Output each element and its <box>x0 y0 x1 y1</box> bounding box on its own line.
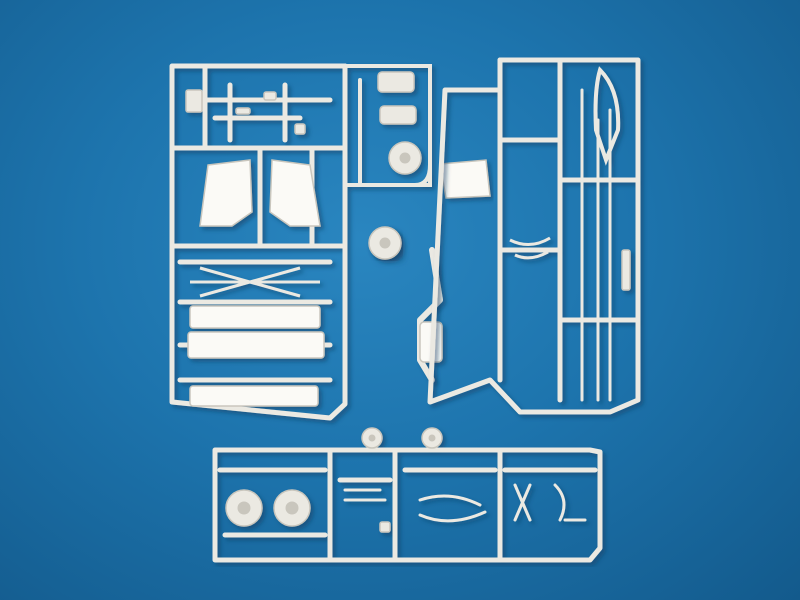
sprue-bottom <box>212 427 603 563</box>
part-chassis-loop <box>593 66 621 166</box>
part-tank <box>439 159 491 199</box>
part-panel-2 <box>187 331 325 359</box>
sprue-right-frame <box>427 57 641 415</box>
part-seat-right <box>269 159 321 227</box>
part-panel-1 <box>189 305 321 329</box>
part-cylinder-2 <box>379 105 417 125</box>
part-cylinder-1 <box>377 71 415 93</box>
sprue-right <box>427 57 641 415</box>
part-small-box <box>185 89 203 113</box>
part-panel-3 <box>189 385 319 407</box>
part-seat-left <box>199 159 253 227</box>
part-cross-linkage <box>190 266 320 298</box>
sprue-bottom-frame <box>212 447 603 563</box>
sprue-left <box>169 63 432 421</box>
sprue-left-frame <box>169 63 348 421</box>
